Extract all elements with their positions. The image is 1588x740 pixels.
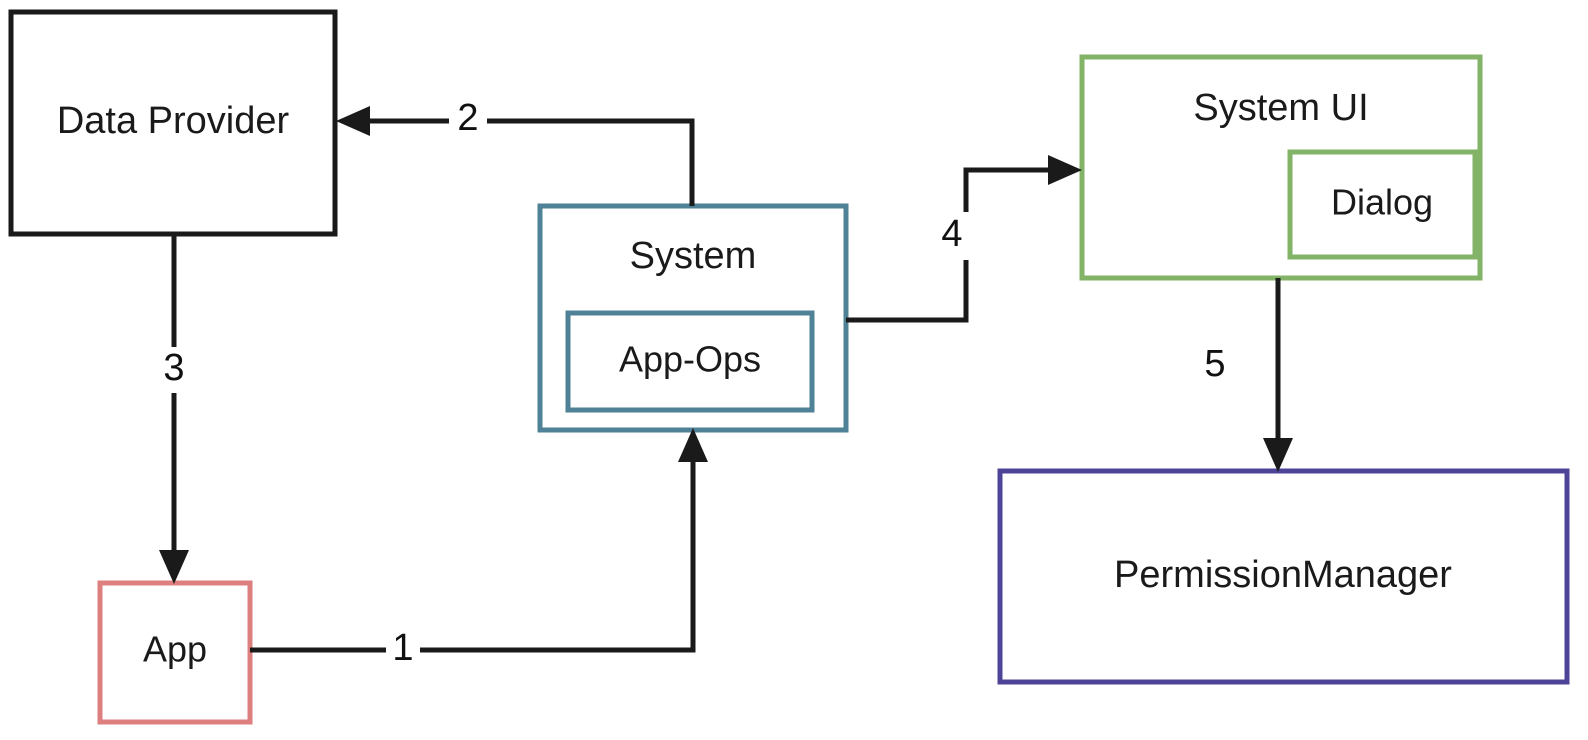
node-app[interactable]: App bbox=[97, 580, 253, 725]
edge-1[interactable]: 1 bbox=[250, 428, 708, 673]
node-permission-manager[interactable]: PermissionManager bbox=[997, 468, 1570, 685]
edge-4-label: 4 bbox=[941, 213, 962, 255]
edge-3-arrowhead bbox=[159, 550, 189, 584]
node-data-provider-label: Data Provider bbox=[57, 100, 290, 142]
edge-3-label: 3 bbox=[163, 347, 184, 389]
node-app-ops[interactable]: App-Ops bbox=[565, 310, 815, 413]
node-dialog-rect[interactable] bbox=[1287, 149, 1478, 260]
edge-2-arrowhead bbox=[336, 106, 370, 136]
node-dialog-label: Dialog bbox=[1331, 182, 1433, 223]
edge-1-label-bg bbox=[386, 627, 420, 673]
edge-2-path[interactable] bbox=[350, 118, 695, 206]
node-app-rect[interactable] bbox=[97, 580, 253, 725]
node-data-provider[interactable]: Data Provider bbox=[8, 9, 338, 237]
edge-2[interactable]: 2 bbox=[336, 97, 695, 206]
node-app-label: App bbox=[143, 629, 207, 670]
edge-4-arrowhead bbox=[1048, 155, 1082, 185]
node-permission-manager-rect[interactable] bbox=[997, 468, 1570, 685]
edge-1-arrowhead bbox=[678, 428, 708, 462]
edge-2-label: 2 bbox=[457, 97, 478, 139]
edge-4[interactable]: 4 bbox=[846, 155, 1082, 323]
node-system-label: System bbox=[630, 235, 757, 277]
edge-1-path[interactable] bbox=[250, 440, 696, 653]
edge-3-label-bg bbox=[156, 347, 194, 393]
node-app-ops-rect[interactable] bbox=[565, 310, 815, 413]
node-app-ops-label: App-Ops bbox=[619, 339, 761, 380]
node-permission-manager-label: PermissionManager bbox=[1114, 554, 1452, 596]
edge-5[interactable]: 5 bbox=[1204, 278, 1293, 472]
edge-5-label: 5 bbox=[1204, 343, 1225, 385]
edge-2-label-bg bbox=[449, 97, 487, 143]
node-data-provider-rect[interactable] bbox=[8, 9, 338, 237]
node-dialog[interactable]: Dialog bbox=[1287, 149, 1478, 260]
node-system-ui-label: System UI bbox=[1193, 87, 1368, 129]
edge-5-arrowhead bbox=[1263, 438, 1293, 472]
edge-1-label: 1 bbox=[392, 627, 413, 669]
edge-4-label-bg bbox=[934, 212, 972, 260]
edge-3[interactable]: 3 bbox=[156, 234, 194, 584]
